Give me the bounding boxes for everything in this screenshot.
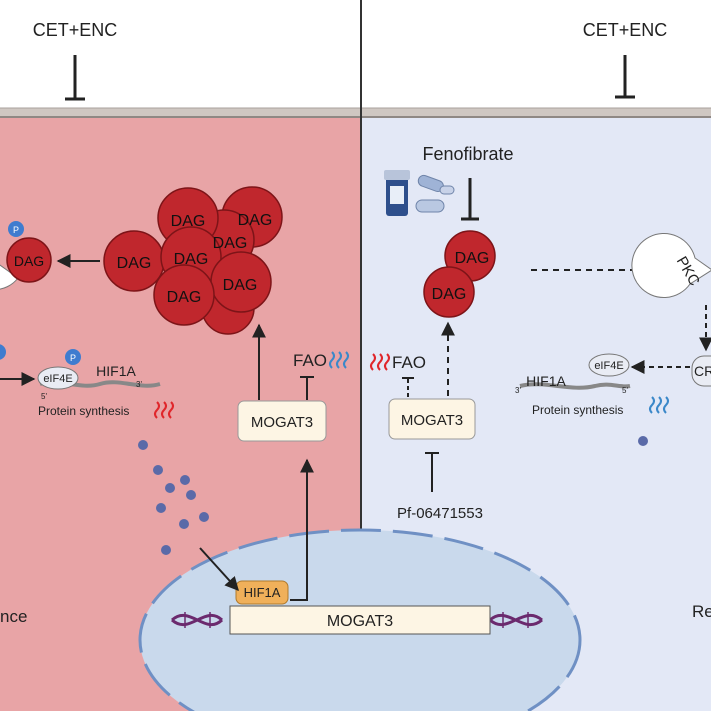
fao-label-left: FAO — [293, 351, 327, 370]
increase-wave-right — [370, 353, 390, 371]
arrow-hif1a-to-nucleus — [199, 547, 239, 592]
svg-text:5': 5' — [622, 386, 628, 395]
hif1a-transcription-factor: HIF1A — [235, 580, 289, 605]
pkc-inactive-right: PKC — [631, 233, 711, 298]
left-treatment-inhibition — [65, 55, 85, 101]
svg-text:3': 3' — [515, 386, 521, 395]
svg-text:DAG: DAG — [213, 235, 248, 252]
svg-text:DAG: DAG — [117, 255, 152, 272]
mogat3-gene: MOGAT3 — [229, 605, 491, 635]
svg-text:P: P — [70, 353, 76, 363]
svg-text:3': 3' — [136, 380, 142, 389]
svg-text:MOGAT3: MOGAT3 — [251, 414, 313, 431]
dna-strand-right — [489, 612, 543, 628]
svg-text:P: P — [13, 225, 19, 235]
protein-synthesis-right: Protein synthesis — [532, 403, 623, 417]
svg-text:MOGAT3: MOGAT3 — [401, 412, 463, 429]
svg-text:DAG: DAG — [167, 289, 202, 306]
svg-text:HIF1A: HIF1A — [96, 363, 136, 379]
svg-text:DAG: DAG — [174, 251, 209, 268]
arrow-gene-to-mogat3-left — [290, 458, 314, 601]
protein-synthesis-left: Protein synthesis — [38, 404, 129, 418]
decrease-wave-right — [649, 396, 669, 414]
right-treatment-inhibition — [615, 55, 635, 99]
svg-text:HIF1A: HIF1A — [526, 373, 566, 389]
svg-text:DAG: DAG — [223, 277, 258, 294]
pill-capsule-icon — [415, 174, 455, 213]
protein-dot-right — [638, 436, 648, 446]
svg-text:DAG: DAG — [238, 212, 273, 229]
dashed-inhibit-mogat3-to-fao-right — [402, 377, 414, 397]
svg-text:eIF4E: eIF4E — [43, 373, 72, 385]
cell-membrane — [0, 108, 711, 117]
fenofibrate-label: Fenofibrate — [422, 144, 513, 164]
mogat3-enzyme-left: MOGAT3 — [237, 400, 327, 442]
svg-text:MOGAT3: MOGAT3 — [327, 613, 393, 630]
svg-text:CR: CR — [694, 363, 711, 379]
cr-partial-box: CR — [691, 355, 711, 387]
svg-text:DAG: DAG — [171, 213, 206, 230]
dag-pair-right: DAG DAG — [423, 230, 496, 318]
mrna-left: eIF4E P HIF1A 5' 3' — [0, 344, 161, 401]
fao-label-right: FAO — [392, 353, 426, 372]
svg-text:DAG: DAG — [455, 250, 490, 267]
left-treatment-label: CET+ENC — [33, 20, 118, 40]
svg-text:HIF1A: HIF1A — [244, 585, 281, 600]
svg-text:eIF4E: eIF4E — [594, 360, 623, 372]
hif1a-protein-dots — [138, 440, 209, 555]
increase-wave-left — [154, 401, 174, 419]
right-side-label: Re — [692, 602, 711, 621]
svg-text:DAG: DAG — [14, 253, 44, 269]
inhibit-mogat3-to-fao-left — [300, 376, 314, 400]
inhibitor-inhibition — [425, 452, 439, 492]
right-treatment-label: CET+ENC — [583, 20, 668, 40]
dag-cluster: DAG DAG DAG DAG DAG DAG DAG — [103, 186, 283, 335]
left-side-label: nce — [0, 607, 27, 626]
mrna-right: eIF4E HIF1A 3' 5' — [515, 353, 631, 395]
svg-text:DAG: DAG — [432, 286, 467, 303]
dna-strand-left — [171, 612, 224, 628]
fenofibrate-inhibition — [461, 178, 479, 221]
pkc-active-left: DAG P — [0, 221, 52, 290]
decrease-wave-left — [329, 351, 349, 369]
header-area — [0, 0, 711, 108]
svg-text:5': 5' — [41, 392, 47, 401]
inhibitor-label: Pf-06471553 — [397, 505, 483, 522]
mogat3-enzyme-right: MOGAT3 — [388, 398, 476, 440]
drug-bottle-icon — [384, 170, 410, 216]
